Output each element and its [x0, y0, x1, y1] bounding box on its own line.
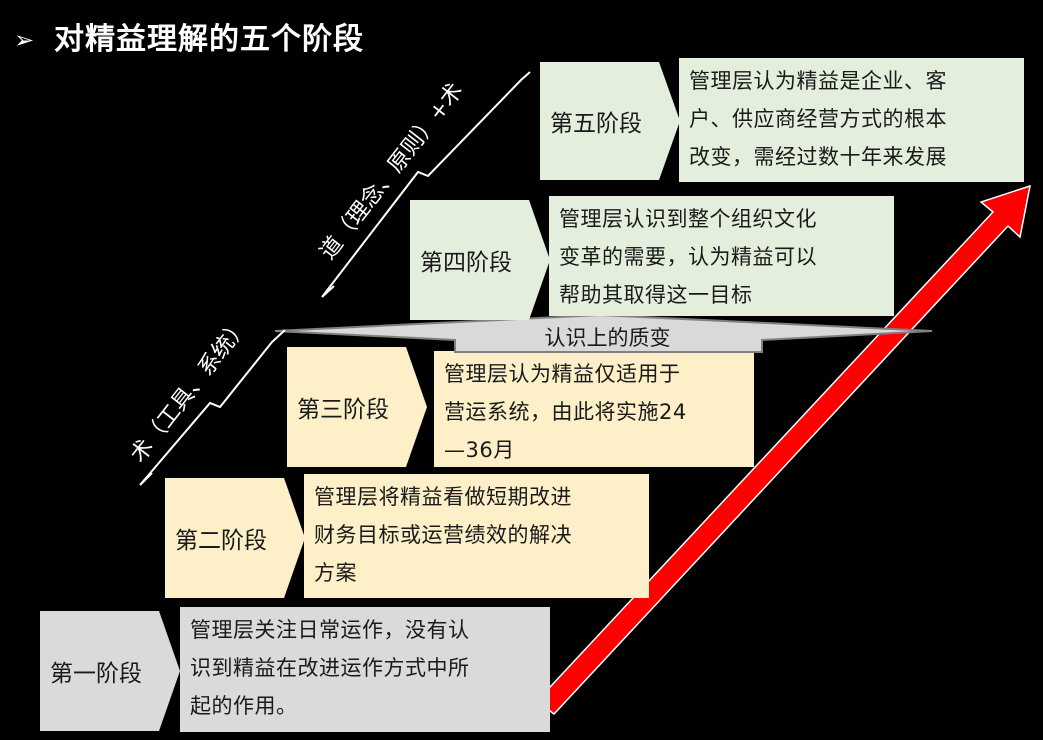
quality-shift-arrow-icon	[274, 313, 933, 353]
stage-3-description: 管理层认为精益仅适用于 营运系统，由此将实施24 —36月	[434, 351, 754, 467]
stage-2-description: 管理层将精益看做短期改进 财务目标或运营绩效的解决 方案	[304, 474, 649, 598]
stage-4-label: 第四阶段	[410, 200, 550, 320]
stage-4-description: 管理层认识到整个组织文化 变革的需要，认为精益可以 帮助其取得这一目标	[549, 196, 894, 316]
slide-title-row: ➢ 对精益理解的五个阶段	[14, 18, 364, 62]
progress-arrow-icon	[535, 184, 1031, 716]
stage-5-label: 第五阶段	[540, 62, 680, 180]
stage-1-label: 第一阶段	[40, 611, 180, 731]
stage-5-description: 管理层认为精益是企业、客 户、供应商经营方式的根本 改变，需经过数十年来发展	[679, 58, 1024, 182]
stage-3-label: 第三阶段	[287, 347, 427, 467]
lower-bracket-line	[139, 329, 286, 486]
slide-title: 对精益理解的五个阶段	[54, 22, 364, 57]
stage-1-description: 管理层关注日常运作，没有认 识到精益在改进运作方式中所 起的作用。	[180, 607, 550, 732]
stage-2-label: 第二阶段	[165, 478, 305, 598]
quality-shift-label: 认识上的质变	[544, 326, 671, 350]
upper-bracket-line	[321, 71, 531, 298]
arrow-bullet-icon: ➢	[14, 26, 35, 54]
